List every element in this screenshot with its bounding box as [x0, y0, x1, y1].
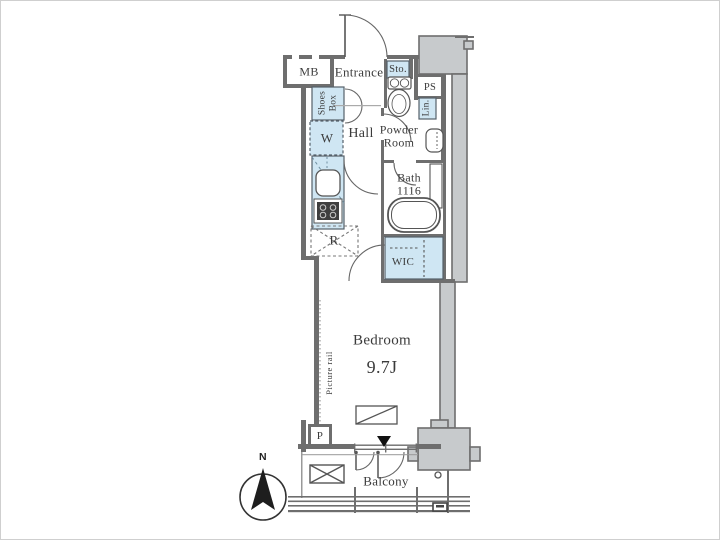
kitchen-fixtures — [311, 156, 345, 224]
column-bottom-left-tab — [407, 446, 419, 462]
bedroom-counter — [355, 405, 398, 425]
washer-space — [309, 120, 344, 156]
room-label-bath: Bath 1116 — [396, 170, 422, 199]
room-label-ps: PS — [423, 82, 437, 94]
balcony-window — [354, 443, 417, 453]
balcony-sill-line — [302, 454, 418, 456]
hall-door-arc — [343, 159, 379, 195]
balcony-railing — [288, 470, 470, 513]
column-top-right — [418, 35, 468, 75]
kitchen-sink — [315, 169, 341, 197]
room-label-mb: MB — [299, 64, 319, 79]
label-picture-rail: Picture rail — [324, 351, 335, 395]
room-label-bedroom: Bedroom — [353, 332, 411, 349]
compass-north-label: N — [259, 451, 267, 464]
column-top-edge-line — [455, 36, 474, 38]
drain-circle — [434, 471, 442, 479]
room-label-storage: Sto. — [389, 64, 407, 76]
toilet — [387, 76, 412, 118]
bathtub — [387, 163, 443, 233]
structural-columns — [407, 35, 481, 471]
balcony-drain-box — [432, 502, 448, 512]
room-label-bedroom-size: 9.7J — [366, 356, 398, 377]
wash-basin — [425, 128, 444, 153]
room-label-washer: W — [320, 130, 334, 146]
powder-room-line1: Powder — [379, 122, 419, 137]
column-bottom-top-tab — [430, 419, 449, 429]
room-label-powder-room: Powder Room — [379, 122, 419, 151]
room-label-hall: Hall — [348, 126, 374, 142]
bath-door-arc — [393, 162, 417, 186]
powder-door-arc — [382, 113, 412, 143]
room-label-balcony: Balcony — [363, 473, 409, 489]
room-label-pole: P — [316, 429, 324, 442]
powder-room-line2: Room — [383, 136, 415, 150]
entrance-step-line — [334, 105, 381, 107]
wic-details — [390, 240, 425, 277]
column-bottom-right — [417, 427, 471, 471]
walls — [283, 55, 455, 452]
refrigerator-space — [310, 225, 359, 257]
wic-door-arc — [348, 244, 386, 282]
side-wall-lower — [439, 281, 456, 429]
door-arcs — [339, 14, 417, 479]
shoes-door-arc-top — [344, 88, 363, 107]
entry-direction-triangle — [377, 436, 391, 447]
linen-box — [418, 97, 437, 120]
column-bottom-right-tab — [469, 446, 481, 462]
column-top-tab — [463, 40, 474, 50]
room-label-shoes-box: Shoes Box — [317, 91, 338, 115]
room-label-refrigerator: R — [329, 232, 339, 248]
stove — [317, 202, 339, 220]
entrance-door-arc — [344, 14, 388, 58]
room-label-wic: WIC — [391, 255, 415, 268]
shoes-box-line2: Box — [328, 94, 338, 112]
bath-line1: Bath — [397, 170, 421, 185]
shoes-door-arc-bottom — [344, 105, 363, 124]
wic-area — [384, 236, 444, 280]
bath-line2: 1116 — [396, 184, 422, 198]
shoes-box-line1: Shoes — [317, 90, 328, 116]
balcony-door-arc-2 — [377, 451, 405, 479]
room-label-entrance: Entrance — [334, 64, 384, 80]
compass-icon — [239, 468, 287, 521]
shoes-box — [311, 86, 345, 121]
side-wall-upper — [451, 73, 468, 283]
room-label-linen: Lin. — [421, 99, 432, 117]
balcony-left-edge — [301, 452, 303, 498]
ac-unit-space — [309, 464, 345, 484]
